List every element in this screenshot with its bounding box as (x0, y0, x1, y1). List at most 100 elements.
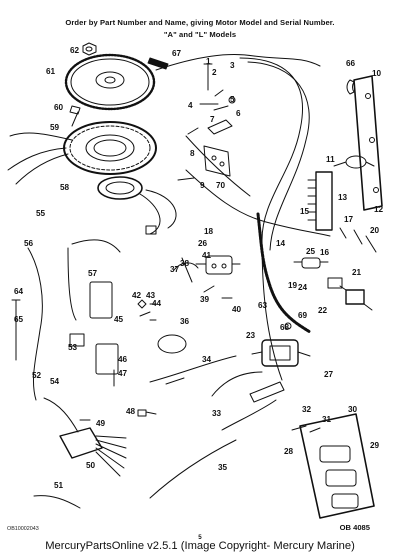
callout-65: 65 (14, 315, 24, 324)
coil-clip-part (346, 79, 355, 95)
callout-32: 32 (302, 405, 312, 414)
starter-motor-part (251, 322, 311, 367)
callout-41: 41 (202, 251, 212, 260)
callout-8: 8 (190, 149, 195, 158)
terminal-block-part (307, 171, 333, 231)
drawing-reference-left: OB10002043 (7, 526, 39, 532)
callout-11: 11 (326, 155, 335, 164)
callout-12: 12 (374, 205, 384, 214)
callout-61: 61 (46, 67, 56, 76)
callout-25: 25 (306, 247, 316, 256)
harness-tube-part (256, 212, 312, 334)
callout-51: 51 (54, 481, 64, 490)
callout-6: 6 (236, 109, 241, 118)
callout-15: 15 (300, 207, 310, 216)
callout-37: 37 (170, 265, 180, 274)
ground-cable-part (149, 381, 285, 499)
callout-4: 4 (188, 101, 193, 110)
callout-9: 9 (200, 181, 205, 190)
main-wiring-harness (155, 54, 331, 381)
callout-60: 60 (54, 103, 64, 112)
callout-45: 45 (114, 315, 124, 324)
callout-43: 43 (146, 291, 156, 300)
callout-63: 63 (258, 301, 268, 310)
page-number: 5 (198, 534, 202, 541)
flywheel-part (64, 53, 156, 111)
mounting-plate-part (291, 413, 375, 519)
callout-48: 48 (126, 407, 136, 416)
callout-69: 69 (298, 311, 308, 320)
callout-58: 58 (60, 183, 70, 192)
callout-29: 29 (370, 441, 380, 450)
callout-30: 30 (348, 405, 358, 414)
callout-3: 3 (230, 61, 235, 70)
callout-70: 70 (216, 181, 226, 190)
ignition-coil-part (333, 155, 375, 169)
callout-64: 64 (14, 287, 24, 296)
callout-35: 35 (218, 463, 228, 472)
callout-52: 52 (32, 371, 42, 380)
callout-42: 42 (132, 291, 142, 300)
callout-38: 38 (180, 259, 190, 268)
flywheel-key-part (147, 57, 169, 70)
callout-18: 18 (204, 227, 214, 236)
callout-40: 40 (232, 305, 242, 314)
callout-34: 34 (202, 355, 212, 364)
copyright-footer: MercuryPartsOnline v2.5.1 (Image Copyrig… (45, 540, 355, 552)
callout-20: 20 (370, 226, 380, 235)
battery-cable-part (149, 334, 263, 397)
trigger-part (97, 176, 177, 235)
callout-16: 16 (320, 248, 330, 257)
callout-24: 24 (298, 283, 308, 292)
callout-44: 44 (152, 299, 162, 308)
rectifier-part (177, 145, 231, 181)
callout-36: 36 (180, 317, 190, 326)
callout-56: 56 (24, 239, 34, 248)
key-switch-part (293, 227, 377, 269)
callout-53: 53 (68, 343, 78, 352)
drawing-reference-right: OB 4085 (339, 523, 370, 532)
ground-wire-part (33, 495, 81, 509)
callout-66: 66 (346, 59, 356, 68)
fastener-cluster-part (137, 299, 157, 321)
switch-box-bracket-part (353, 75, 383, 211)
callout-67: 67 (172, 49, 182, 58)
callout-39: 39 (200, 295, 210, 304)
callout-2: 2 (212, 68, 217, 77)
header-order-instruction: Order by Part Number and Name, giving Mo… (65, 18, 335, 27)
callout-10: 10 (372, 69, 382, 78)
callout-5: 5 (230, 95, 235, 104)
callout-14: 14 (276, 239, 286, 248)
callout-47: 47 (118, 369, 128, 378)
callout-31: 31 (322, 415, 332, 424)
callout-17: 17 (344, 215, 354, 224)
callout-1: 1 (206, 57, 211, 66)
left-wiring-part (11, 247, 79, 433)
callout-33: 33 (212, 409, 222, 418)
power-pack-part (67, 239, 121, 375)
stator-part (7, 121, 157, 185)
callout-54: 54 (50, 377, 60, 386)
callout-22: 22 (318, 306, 328, 315)
header-model-line: "A" and "L" Models (163, 30, 237, 39)
starter-solenoid-part (173, 255, 241, 299)
choke-solenoid-part (327, 277, 373, 311)
terminal-plug-part (59, 427, 127, 477)
callout-19: 19 (288, 281, 298, 290)
callout-23: 23 (246, 331, 256, 340)
callout-57: 57 (88, 269, 98, 278)
callout-21: 21 (352, 268, 362, 277)
callout-55: 55 (36, 209, 46, 218)
bolt-group-part (187, 63, 236, 135)
flywheel-nut-part (82, 42, 97, 56)
callout-27: 27 (324, 370, 334, 379)
callout-49: 49 (96, 419, 106, 428)
callout-7: 7 (210, 115, 215, 124)
callout-62: 62 (70, 46, 80, 55)
stator-screw-part (69, 105, 81, 127)
callout-26: 26 (198, 239, 208, 248)
callout-68: 68 (280, 323, 290, 332)
callout-28: 28 (284, 447, 294, 456)
